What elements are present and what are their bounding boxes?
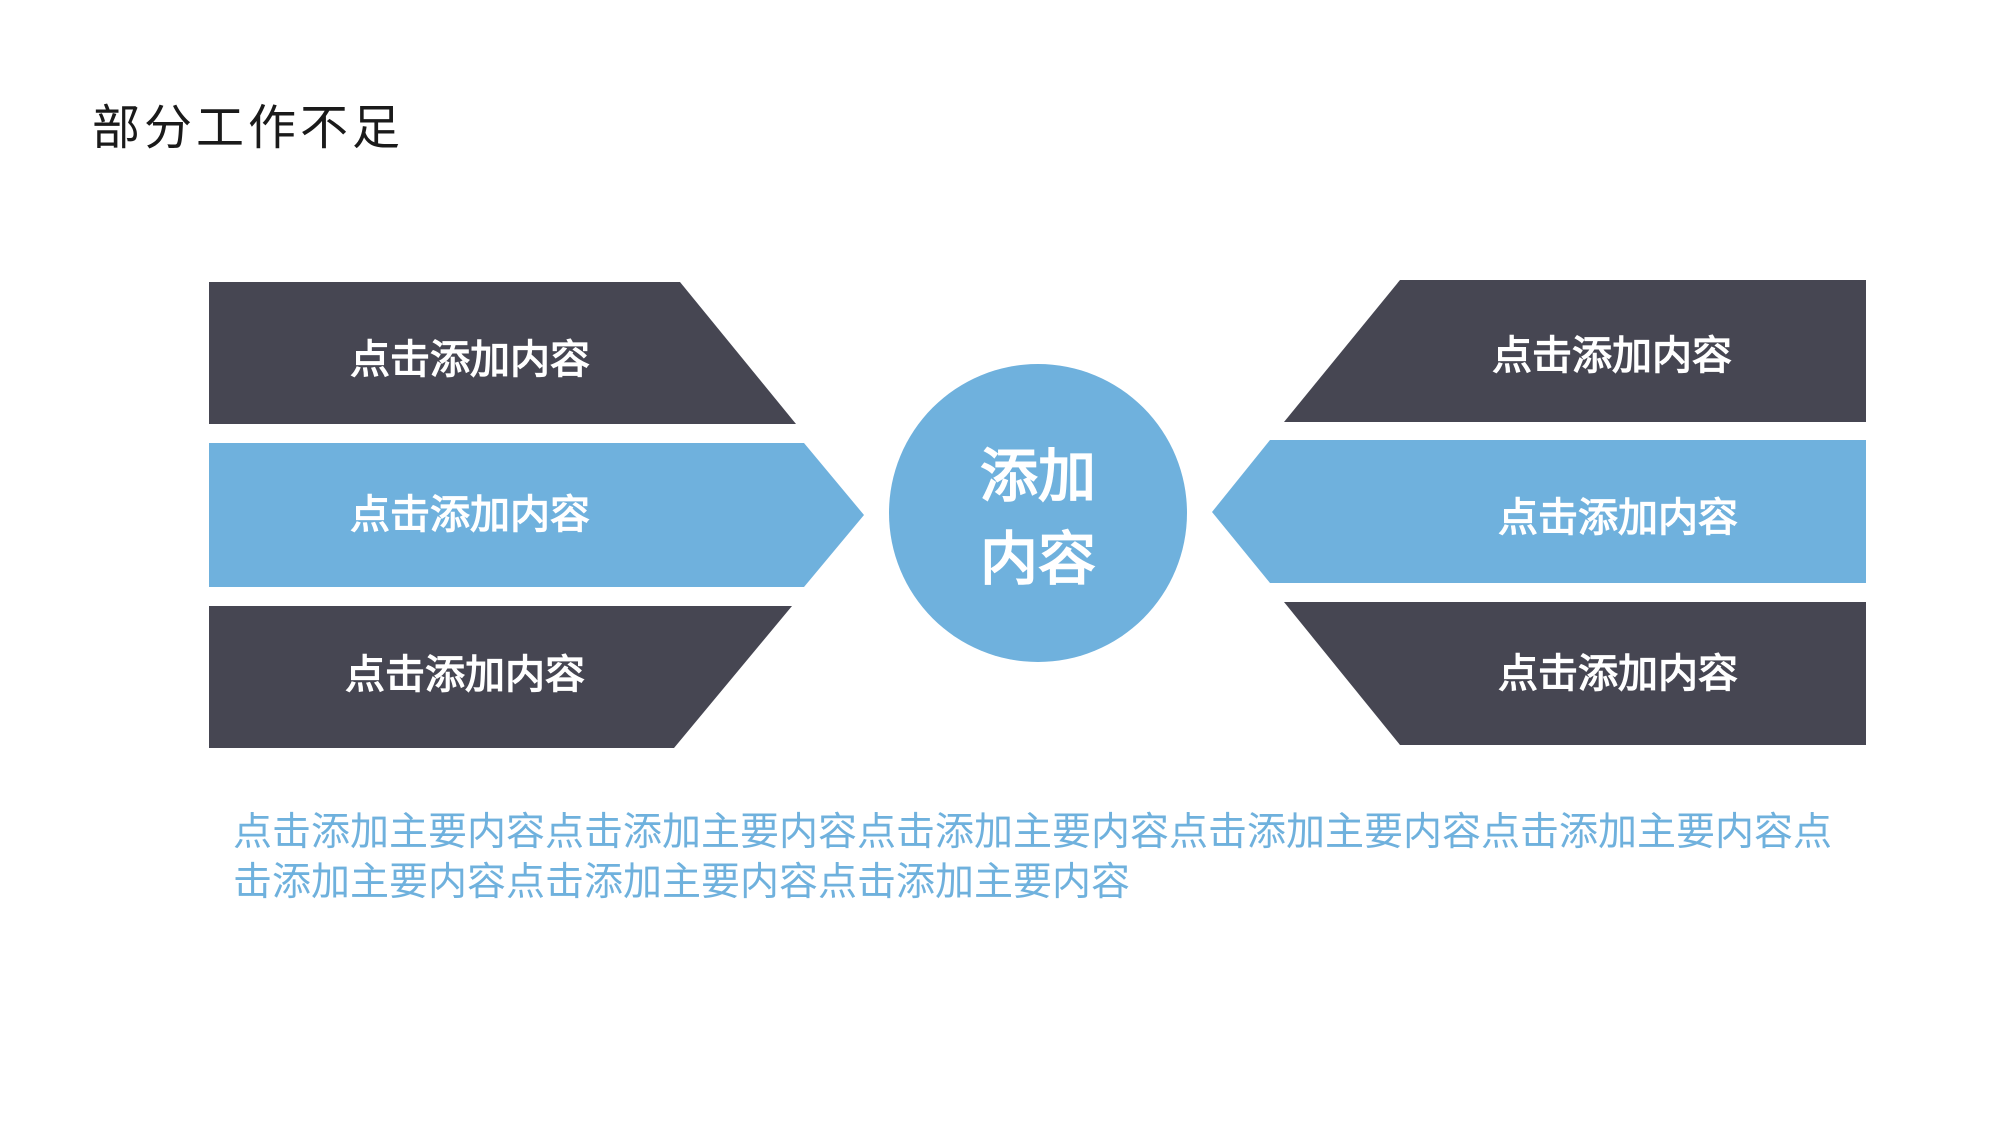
right-item-1[interactable]: 点击添加内容	[1284, 280, 1866, 422]
right-item-2-shape	[1212, 440, 1866, 583]
right-item-1-label: 点击添加内容	[1492, 333, 1732, 379]
right-item-3-label: 点击添加内容	[1498, 651, 1738, 697]
left-item-3-label: 点击添加内容	[345, 652, 585, 698]
left-item-1[interactable]: 点击添加内容	[209, 282, 796, 424]
right-item-2[interactable]: 点击添加内容	[1212, 440, 1866, 583]
page-title: 部分工作不足	[92, 100, 405, 156]
right-item-1-shape	[1284, 280, 1866, 422]
center-circle	[889, 364, 1187, 662]
center-node[interactable]: 添加 内容	[889, 364, 1187, 662]
right-item-3[interactable]: 点击添加内容	[1284, 602, 1866, 745]
left-item-2-shape	[209, 443, 864, 587]
left-item-1-shape	[209, 282, 796, 424]
center-label-line1: 添加	[980, 442, 1096, 510]
left-item-2-label: 点击添加内容	[350, 492, 590, 538]
description-text: 点击添加主要内容点击添加主要内容点击添加主要内容点击添加主要内容点击添加主要内容…	[233, 810, 1833, 905]
right-item-2-label: 点击添加内容	[1498, 495, 1738, 541]
left-item-3[interactable]: 点击添加内容	[209, 606, 792, 748]
left-item-2[interactable]: 点击添加内容	[209, 443, 864, 587]
center-label-line2: 内容	[980, 525, 1096, 593]
right-item-3-shape	[1284, 602, 1866, 745]
left-item-3-shape	[209, 606, 792, 748]
left-item-1-label: 点击添加内容	[350, 337, 590, 383]
